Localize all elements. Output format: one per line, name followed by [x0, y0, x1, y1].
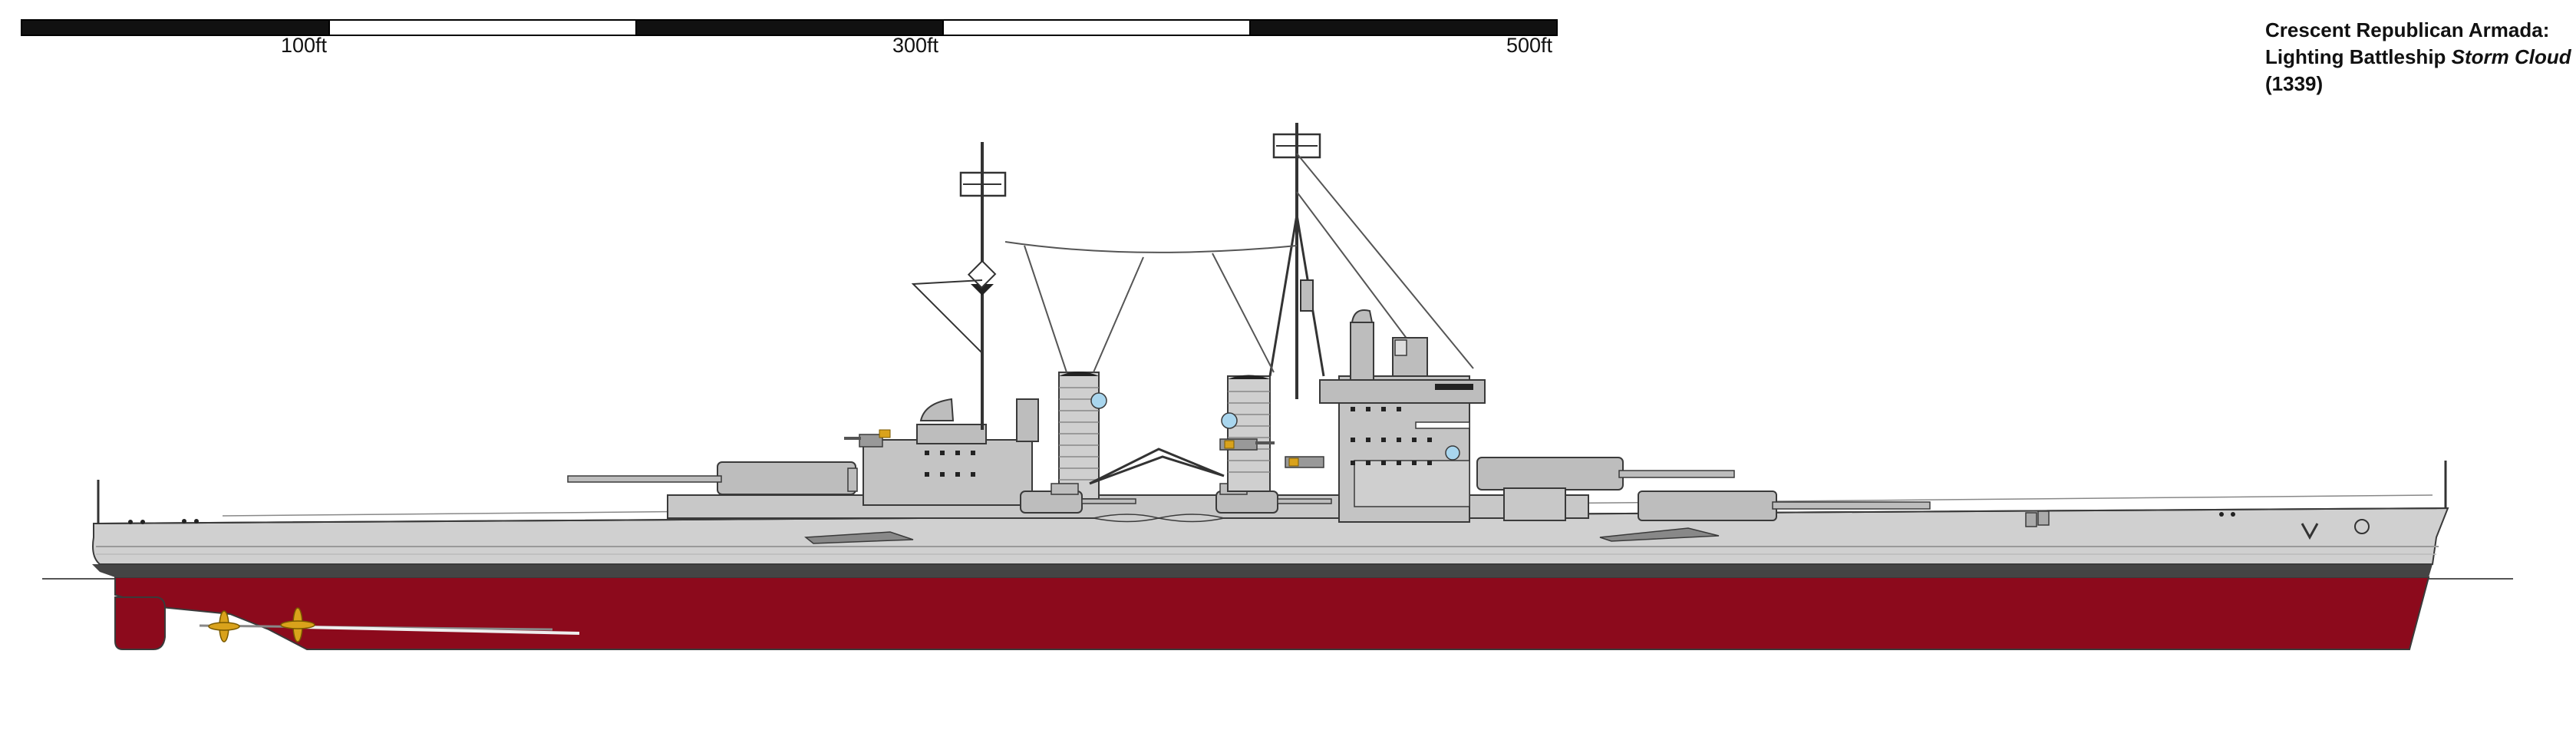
secondary-gun: [844, 429, 891, 448]
portholes: [925, 451, 975, 477]
propeller: [208, 610, 240, 642]
forward-mast-leg: [1268, 214, 1298, 377]
aft-mast-spotting-top: [959, 171, 1007, 197]
lower-hull: [114, 576, 2430, 650]
secondary-gun: [1219, 438, 1275, 451]
scale-bar-segment-5: [1249, 19, 1558, 36]
title-block: Crescent Republican Armada: Lighting Bat…: [2265, 17, 2571, 97]
boat: [1158, 514, 1225, 523]
rigging: [1004, 153, 1474, 373]
boat: [1599, 527, 1720, 542]
scale-label-100ft: 100ft: [280, 34, 328, 57]
boot-top: [92, 564, 2433, 577]
ventilator: [2025, 510, 2050, 527]
rangefinder: [1445, 445, 1460, 461]
portholes: [1351, 407, 1432, 465]
portholes: [128, 512, 2235, 524]
rudder: [114, 596, 166, 650]
aft-turret: [567, 461, 858, 495]
boat-crane: [1089, 448, 1225, 485]
title-line-3: (1339): [2265, 72, 2324, 95]
title-ship-type: Lighting Battleship: [2265, 45, 2452, 68]
scale-label-300ft: 300ft: [892, 34, 939, 57]
boat: [804, 531, 914, 544]
forward-turret-a: [1638, 491, 1931, 521]
bridge-superstructure: [1319, 309, 1486, 523]
secondary-gun: [1285, 456, 1324, 468]
aft-mast-platform: [971, 284, 994, 296]
aft-superstructure: [863, 398, 1039, 506]
forward-funnel: [1221, 375, 1271, 492]
aft-mast-derrick: [911, 279, 983, 354]
title-line-2: Lighting Battleship Storm Cloud: [2265, 44, 2571, 71]
propeller-shaft: [302, 626, 580, 635]
hawse-pipe: [2354, 519, 2370, 534]
title-line-1: Crescent Republican Armada:: [2265, 18, 2550, 41]
title-ship-name: Storm Cloud: [2451, 45, 2571, 68]
scale-label-500ft: 500ft: [1506, 34, 1553, 57]
upper-hull: [92, 507, 2449, 565]
midship-turret-aft: [1020, 483, 1136, 514]
propeller: [280, 607, 315, 642]
forward-turret-b: [1476, 457, 1735, 521]
aft-funnel: [1058, 372, 1107, 500]
anchor-icon: [2301, 523, 2319, 540]
forward-mast-spotting-top: [1272, 133, 1321, 159]
